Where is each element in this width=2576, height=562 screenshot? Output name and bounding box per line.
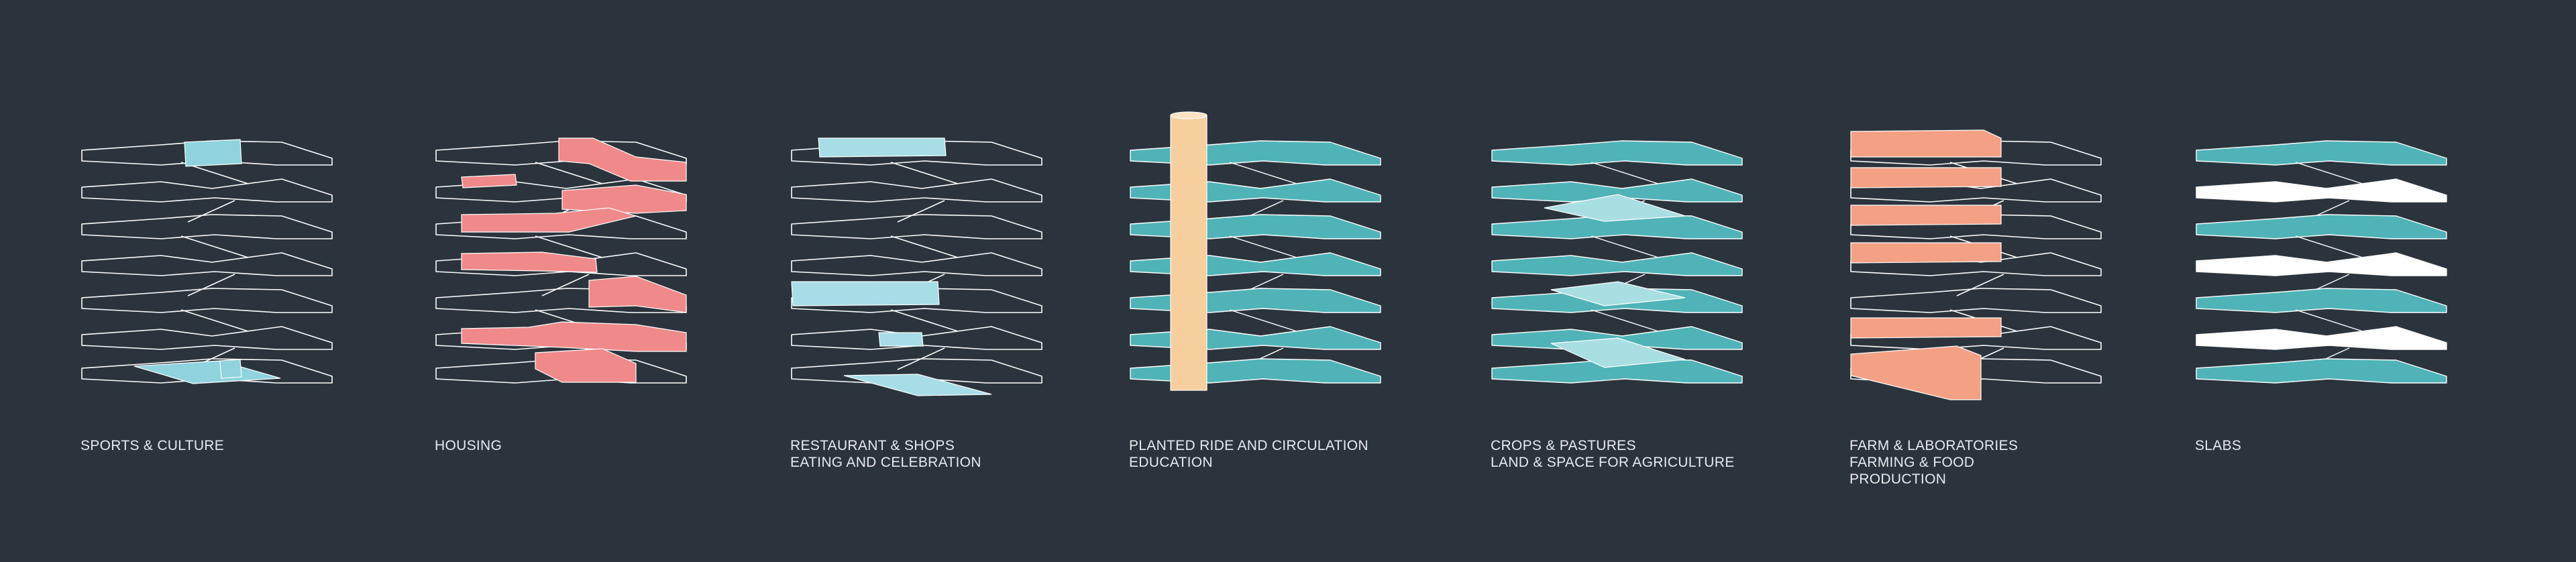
ramp-edge (1229, 235, 1297, 258)
floor-plate (791, 358, 1042, 384)
floor-outline-stack (791, 140, 1042, 384)
caption-slabs: SLABS (2195, 437, 2510, 454)
ramp-edge (2295, 235, 2363, 258)
caption-farm-laboratories: FARM & LABORATORIES FARMING & FOOD PRODU… (1849, 437, 2165, 488)
floor-plate (2196, 252, 2447, 276)
ramp-edge (1956, 274, 2004, 296)
caption-line: HOUSING (435, 438, 502, 453)
caption-restaurant-shops: RESTAURANT & SHOPS EATING AND CELEBRATIO… (790, 437, 1106, 471)
caption-line: SPORTS & CULTURE (80, 438, 225, 453)
farm-laboratories-diagram (1850, 129, 2102, 400)
panel-planted-ride-circulation: PLANTED RIDE AND CIRCULATION EDUCATION (1129, 0, 1417, 562)
floor-plate (81, 214, 333, 239)
caption-line: CROPS & PASTURES (1491, 438, 1636, 453)
caption-line: FARMING & FOOD (1849, 455, 1975, 470)
floor-plate (2196, 140, 2447, 166)
ramp-edge (541, 274, 590, 296)
caption-line: EDUCATION (1129, 455, 1213, 470)
floor-plate (81, 288, 333, 313)
vertical-core (1170, 111, 1208, 391)
housing-diagram (435, 137, 687, 384)
floor-plate (1491, 140, 1743, 166)
farm-volumes (1850, 129, 2002, 400)
caption-line: EATING AND CELEBRATION (790, 455, 981, 470)
ramp-edge (890, 235, 959, 258)
ramp-edge (2295, 162, 2363, 184)
ramp-edge (1591, 162, 1659, 184)
floor-plate (1130, 288, 1381, 313)
panel-sports-culture: SPORTS & CULTURE (80, 0, 369, 562)
slabs-diagram (2196, 140, 2447, 384)
panel-restaurant-shops: RESTAURANT & SHOPS EATING AND CELEBRATIO… (790, 0, 1079, 562)
crops-pastures-diagram (1491, 140, 1743, 384)
ramp-edge (1229, 162, 1297, 184)
floor-plate (2196, 358, 2447, 384)
floor-plate (81, 326, 333, 350)
restaurant-highlight-blocks (791, 137, 992, 396)
floor-plate (2196, 178, 2447, 203)
caption-line: PRODUCTION (1849, 471, 1947, 487)
slab-stack (2196, 140, 2447, 384)
caption-line: FARM & LABORATORIES (1849, 438, 2019, 453)
floor-plate (81, 252, 333, 276)
ramp-edge (187, 274, 235, 296)
ramp-edge (2295, 309, 2363, 332)
ramp-edge (1591, 235, 1659, 258)
planted-ride-diagram (1130, 111, 1381, 391)
caption-housing: HOUSING (435, 437, 750, 454)
ramp-edge (1591, 309, 1659, 332)
ramp-edge (535, 162, 603, 184)
circulation-ramp-stack (1130, 140, 1381, 384)
ramp-edge (535, 235, 603, 258)
caption-planted-ride: PLANTED RIDE AND CIRCULATION EDUCATION (1129, 437, 1444, 471)
ramp-edge (180, 309, 249, 332)
panel-housing: HOUSING (435, 0, 723, 562)
ramp-edge (897, 200, 945, 223)
housing-volumes (461, 137, 687, 383)
pasture-highlights (1544, 194, 1686, 368)
floor-plate (1850, 288, 2102, 313)
ramp-edge (890, 309, 959, 332)
panel-crops-pastures: CROPS & PASTURES LAND & SPACE FOR AGRICU… (1491, 0, 1779, 562)
caption-line: RESTAURANT & SHOPS (790, 438, 955, 453)
floor-plate (791, 214, 1042, 239)
caption-sports-culture: SPORTS & CULTURE (80, 437, 396, 454)
floor-plate (1491, 178, 1743, 203)
ramp-edge (187, 200, 235, 223)
floor-plate (1130, 140, 1381, 166)
floor-plate (1130, 252, 1381, 276)
restaurant-shops-diagram (791, 137, 1042, 396)
floor-plate (1130, 178, 1381, 203)
ramp-edge (890, 162, 959, 184)
sports-culture-diagram (81, 139, 333, 384)
ramp-edge (180, 235, 249, 258)
ramp-edge (1229, 309, 1297, 332)
panel-slabs: SLABS (2195, 0, 2483, 562)
floor-plate (2196, 288, 2447, 313)
floor-plate (2196, 326, 2447, 350)
floor-plate (1130, 358, 1381, 384)
floor-plate (2196, 214, 2447, 239)
floor-plate (791, 178, 1042, 203)
floor-plate (1130, 326, 1381, 350)
sports-highlight-blocks (133, 139, 281, 384)
caption-line: PLANTED RIDE AND CIRCULATION (1129, 438, 1368, 453)
caption-crops-pastures: CROPS & PASTURES LAND & SPACE FOR AGRICU… (1491, 437, 1806, 471)
floor-outline-stack (81, 140, 333, 384)
floor-plate (1491, 252, 1743, 276)
caption-line: LAND & SPACE FOR AGRICULTURE (1491, 455, 1735, 470)
panel-farm-laboratories: FARM & LABORATORIES FARMING & FOOD PRODU… (1849, 0, 2138, 562)
floor-plate (791, 252, 1042, 276)
floor-plate (81, 178, 333, 203)
floor-plate (81, 358, 333, 384)
caption-line: SLABS (2195, 438, 2242, 453)
floor-plate (1130, 214, 1381, 239)
